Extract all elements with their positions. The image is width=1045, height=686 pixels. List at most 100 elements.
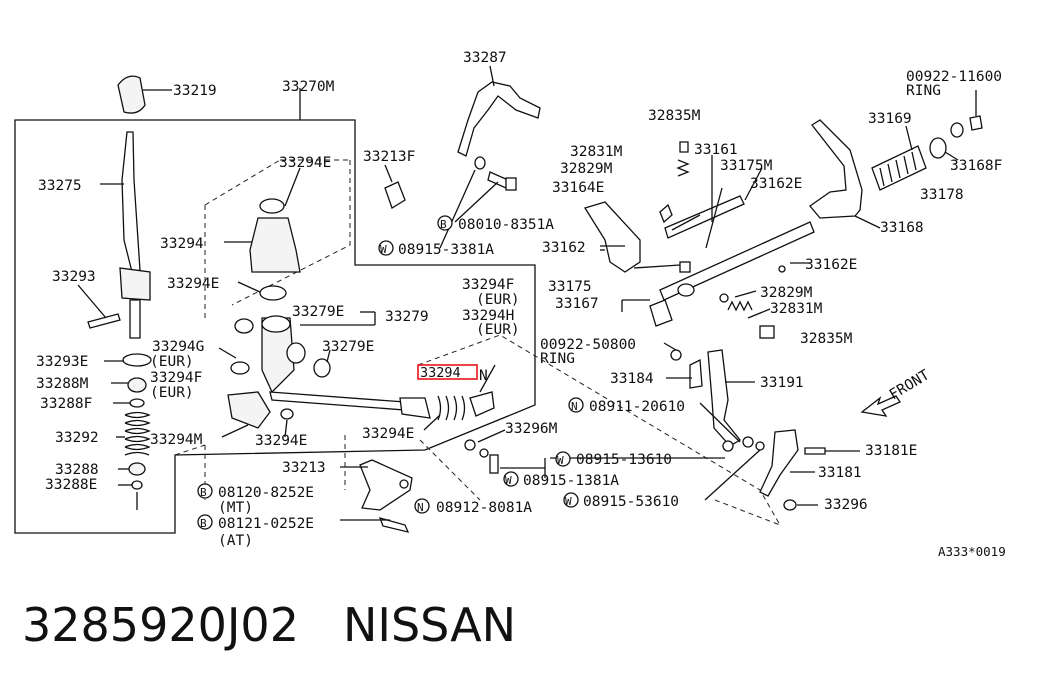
lever-boot [224, 167, 301, 301]
leader-lines [299, 88, 810, 443]
label-33294F-left: 33294F [150, 370, 202, 386]
highlight-box [417, 364, 478, 380]
label-33296: 33296 [824, 497, 868, 513]
label-33279E-low: 33279E [322, 339, 374, 355]
label-33162E-mid: 33162E [805, 257, 857, 273]
w-circle-2 [503, 471, 519, 487]
label-33162E-top: 33162E [750, 176, 802, 192]
boot-33169 [871, 90, 983, 191]
prefix-w-2: W [505, 474, 512, 487]
prefix-w-3: W [557, 454, 564, 467]
label-33288: 33288 [55, 462, 99, 478]
footer-part-number: 3285920J02 [22, 598, 299, 652]
label-33169: 33169 [868, 111, 912, 127]
label-08915-13610: 08915-13610 [576, 452, 672, 468]
label-33162: 33162 [542, 240, 586, 256]
label-33168: 33168 [880, 220, 924, 236]
label-32835M-top: 32835M [648, 108, 701, 124]
fork-rod-detents [719, 265, 786, 339]
label-33164E: 33164E [552, 180, 604, 196]
label-eur-2: (EUR) [150, 385, 194, 401]
w-circle-3 [555, 451, 571, 467]
label-08915-53610: 08915-53610 [583, 494, 679, 510]
prefix-b-1: B [200, 486, 207, 499]
label-mt: (MT) [218, 500, 253, 516]
label-33294M: 33294M [150, 432, 203, 448]
label-front: FRONT [887, 367, 933, 403]
label-33294E-top: 33294E [279, 155, 331, 171]
lever-lower-parts [104, 353, 152, 510]
b-circle-2 [197, 514, 213, 530]
label-08911-20610: 08911-20610 [589, 399, 685, 415]
label-33213: 33213 [282, 460, 326, 476]
control-lever-33168 [809, 119, 881, 229]
bushing-housing [218, 311, 376, 438]
front-arrow-icon [860, 395, 901, 417]
label-33168F: 33168F [950, 158, 1002, 174]
label-32829M-top: 32829M [560, 161, 613, 177]
label-33294F-right: 33294F [462, 277, 514, 293]
n-circle-1 [414, 498, 430, 514]
prefix-n-1: N [417, 501, 424, 514]
label-33288M: 33288M [36, 376, 89, 392]
b-circle-3 [437, 215, 453, 231]
label-32829M-low: 32829M [760, 285, 813, 301]
label-33294G: 33294G [152, 339, 204, 355]
selector-lever [689, 349, 765, 452]
label-33294E-right: 33294E [362, 426, 414, 442]
shift-fork [583, 201, 641, 273]
label-08120-8252E: 08120-8252E [218, 485, 314, 501]
label-33167: 33167 [555, 296, 599, 312]
label-32831M-low: 32831M [770, 301, 823, 317]
label-ring-1: RING [540, 351, 575, 367]
label-33161: 33161 [694, 142, 738, 158]
upper-bracket [457, 65, 541, 157]
label-33181: 33181 [818, 465, 862, 481]
footer-caption: 3285920J02 NISSAN [22, 598, 560, 652]
support-bracket [340, 459, 413, 533]
label-33294-highlighted: 33294 [420, 365, 461, 381]
label-highlight-suffix: N [479, 368, 488, 384]
prefix-b-3: B [440, 218, 447, 231]
label-08121-0252E: 08121-0252E [218, 516, 314, 532]
label-33293E: 33293E [36, 354, 88, 370]
shift-lever [100, 131, 151, 339]
w-circle-1 [378, 240, 394, 256]
label-33296M: 33296M [505, 421, 558, 437]
prefix-w-1: W [380, 243, 387, 256]
w-circle-4 [563, 492, 579, 508]
label-32831M-top: 32831M [570, 144, 623, 160]
label-at: (AT) [218, 533, 253, 549]
label-eur-4: (EUR) [476, 322, 520, 338]
label-33270M: 33270M [282, 79, 335, 95]
label-33279E-top: 33279E [292, 304, 344, 320]
label-33294E-mid: 33294E [167, 276, 219, 292]
label-33294: 33294 [160, 236, 204, 252]
control-rod [269, 364, 496, 431]
lever-pin [77, 284, 121, 329]
label-33288E: 33288E [45, 477, 97, 493]
bolt-08010 [439, 156, 517, 249]
center-dash [344, 435, 481, 501]
label-33175: 33175 [548, 279, 592, 295]
b-circle-1 [197, 483, 213, 499]
label-08912-8081A: 08912-8081A [436, 500, 532, 516]
label-33178: 33178 [920, 187, 964, 203]
label-33175M: 33175M [720, 158, 773, 174]
label-33294H: 33294H [462, 308, 514, 324]
label-33294E-low: 33294E [255, 433, 307, 449]
lever-33181 [759, 429, 860, 511]
prefix-w-4: W [565, 495, 572, 508]
label-08010-8351A: 08010-8351A [458, 217, 554, 233]
label-33181E: 33181E [865, 443, 917, 459]
label-33213F: 33213F [363, 149, 415, 165]
prefix-b-2: B [200, 517, 207, 530]
label-33191: 33191 [760, 375, 804, 391]
right-group-outline [417, 334, 782, 526]
label-33219: 33219 [173, 83, 217, 99]
label-00922-11600: 00922-11600 [906, 69, 1002, 85]
footer-brand: NISSAN [342, 598, 517, 652]
shift-knob [117, 75, 172, 114]
label-eur-3: (EUR) [476, 292, 520, 308]
